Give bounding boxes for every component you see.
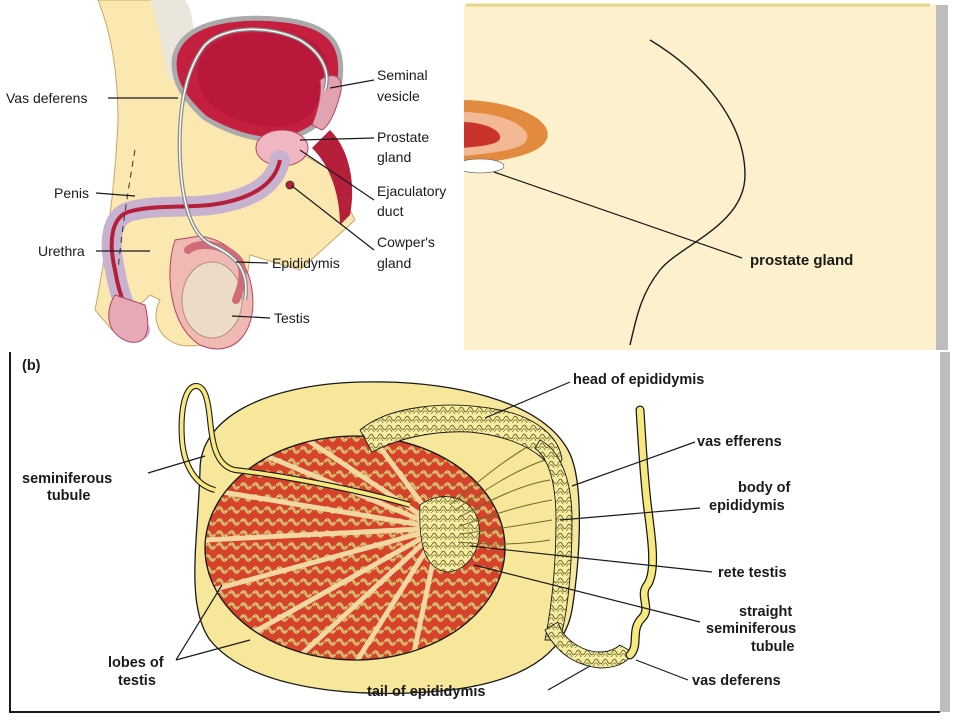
panel-a-leaders xyxy=(95,79,375,319)
label-urethra: Urethra xyxy=(38,243,85,259)
prostate-gland-label: prostate gland xyxy=(750,252,853,269)
label-straight-line2: seminiferous xyxy=(706,621,796,637)
seminal-vesicle-shape xyxy=(311,75,342,131)
panel-letter: (b) xyxy=(22,358,41,374)
bladder-slice xyxy=(462,100,548,165)
rectum xyxy=(312,130,353,225)
label-penis: Penis xyxy=(54,185,89,201)
label-vas-deferens: Vas deferens xyxy=(6,90,87,106)
label-seminal-vesicle-line2: vesicle xyxy=(377,88,420,104)
epididymis-head xyxy=(359,404,563,471)
label-cowpers-line2: gland xyxy=(377,255,411,271)
panel-c-shadow xyxy=(940,352,950,712)
label-testis: Testis xyxy=(274,310,310,326)
prostate-gland-leader xyxy=(493,171,743,259)
dashed-outline xyxy=(117,149,136,271)
panel-b-shadow xyxy=(936,5,948,350)
panel-sagittal-section: Vas deferens Penis Urethra Seminal vesic… xyxy=(0,0,464,356)
label-lobes-line2: testis xyxy=(118,673,156,689)
label-tail-of-epididymis: tail of epididymis xyxy=(367,684,485,700)
label-head-of-epididymis: head of epididymis xyxy=(573,372,704,388)
label-seminiferous-line1: seminiferous xyxy=(22,471,112,487)
label-epididymis: Epididymis xyxy=(272,255,340,271)
label-seminiferous-line2: tubule xyxy=(47,488,91,504)
panel-prostate-closeup: prostate gland xyxy=(455,3,948,350)
panel-b-background xyxy=(458,5,936,350)
cowpers-gland-shape xyxy=(285,180,295,190)
label-straight-line1: straight xyxy=(739,604,792,620)
label-prostate-line1: Prostate xyxy=(377,129,429,145)
label-vas-efferens: vas efferens xyxy=(697,434,782,450)
label-seminal-vesicle-line1: Seminal xyxy=(377,67,428,83)
label-vas-deferens-c: vas deferens xyxy=(692,673,781,689)
bladder-lumen xyxy=(197,32,329,127)
glans xyxy=(108,294,149,343)
epididymis-tail xyxy=(544,621,633,669)
panel-c-leaders xyxy=(147,381,713,691)
vas-deferens-highlight xyxy=(178,28,328,301)
panel-testis-section: (b) xyxy=(4,352,950,713)
label-body-of-epididymis-line1: body of xyxy=(738,480,791,496)
panel-c-frame xyxy=(9,352,940,713)
testis-shape xyxy=(181,261,243,339)
label-body-of-epididymis-line2: epididymis xyxy=(709,498,785,514)
label-straight-line3: tubule xyxy=(751,639,795,655)
label-cowpers-line1: Cowper's xyxy=(377,234,435,250)
urethra-tube xyxy=(109,159,282,332)
label-lobes-line1: lobes of xyxy=(108,655,164,671)
label-rete-testis: rete testis xyxy=(718,565,787,581)
testis-outline xyxy=(204,435,506,661)
rete-testis-shape xyxy=(419,496,480,573)
body-outline xyxy=(629,39,746,346)
label-prostate-line2: gland xyxy=(377,149,411,165)
vas-deferens-tube xyxy=(626,406,656,659)
seminiferous-tubule-strand xyxy=(179,384,411,507)
label-ejaculatory-line2: duct xyxy=(377,203,404,219)
label-ejaculatory-line1: Ejaculatory xyxy=(377,183,446,199)
